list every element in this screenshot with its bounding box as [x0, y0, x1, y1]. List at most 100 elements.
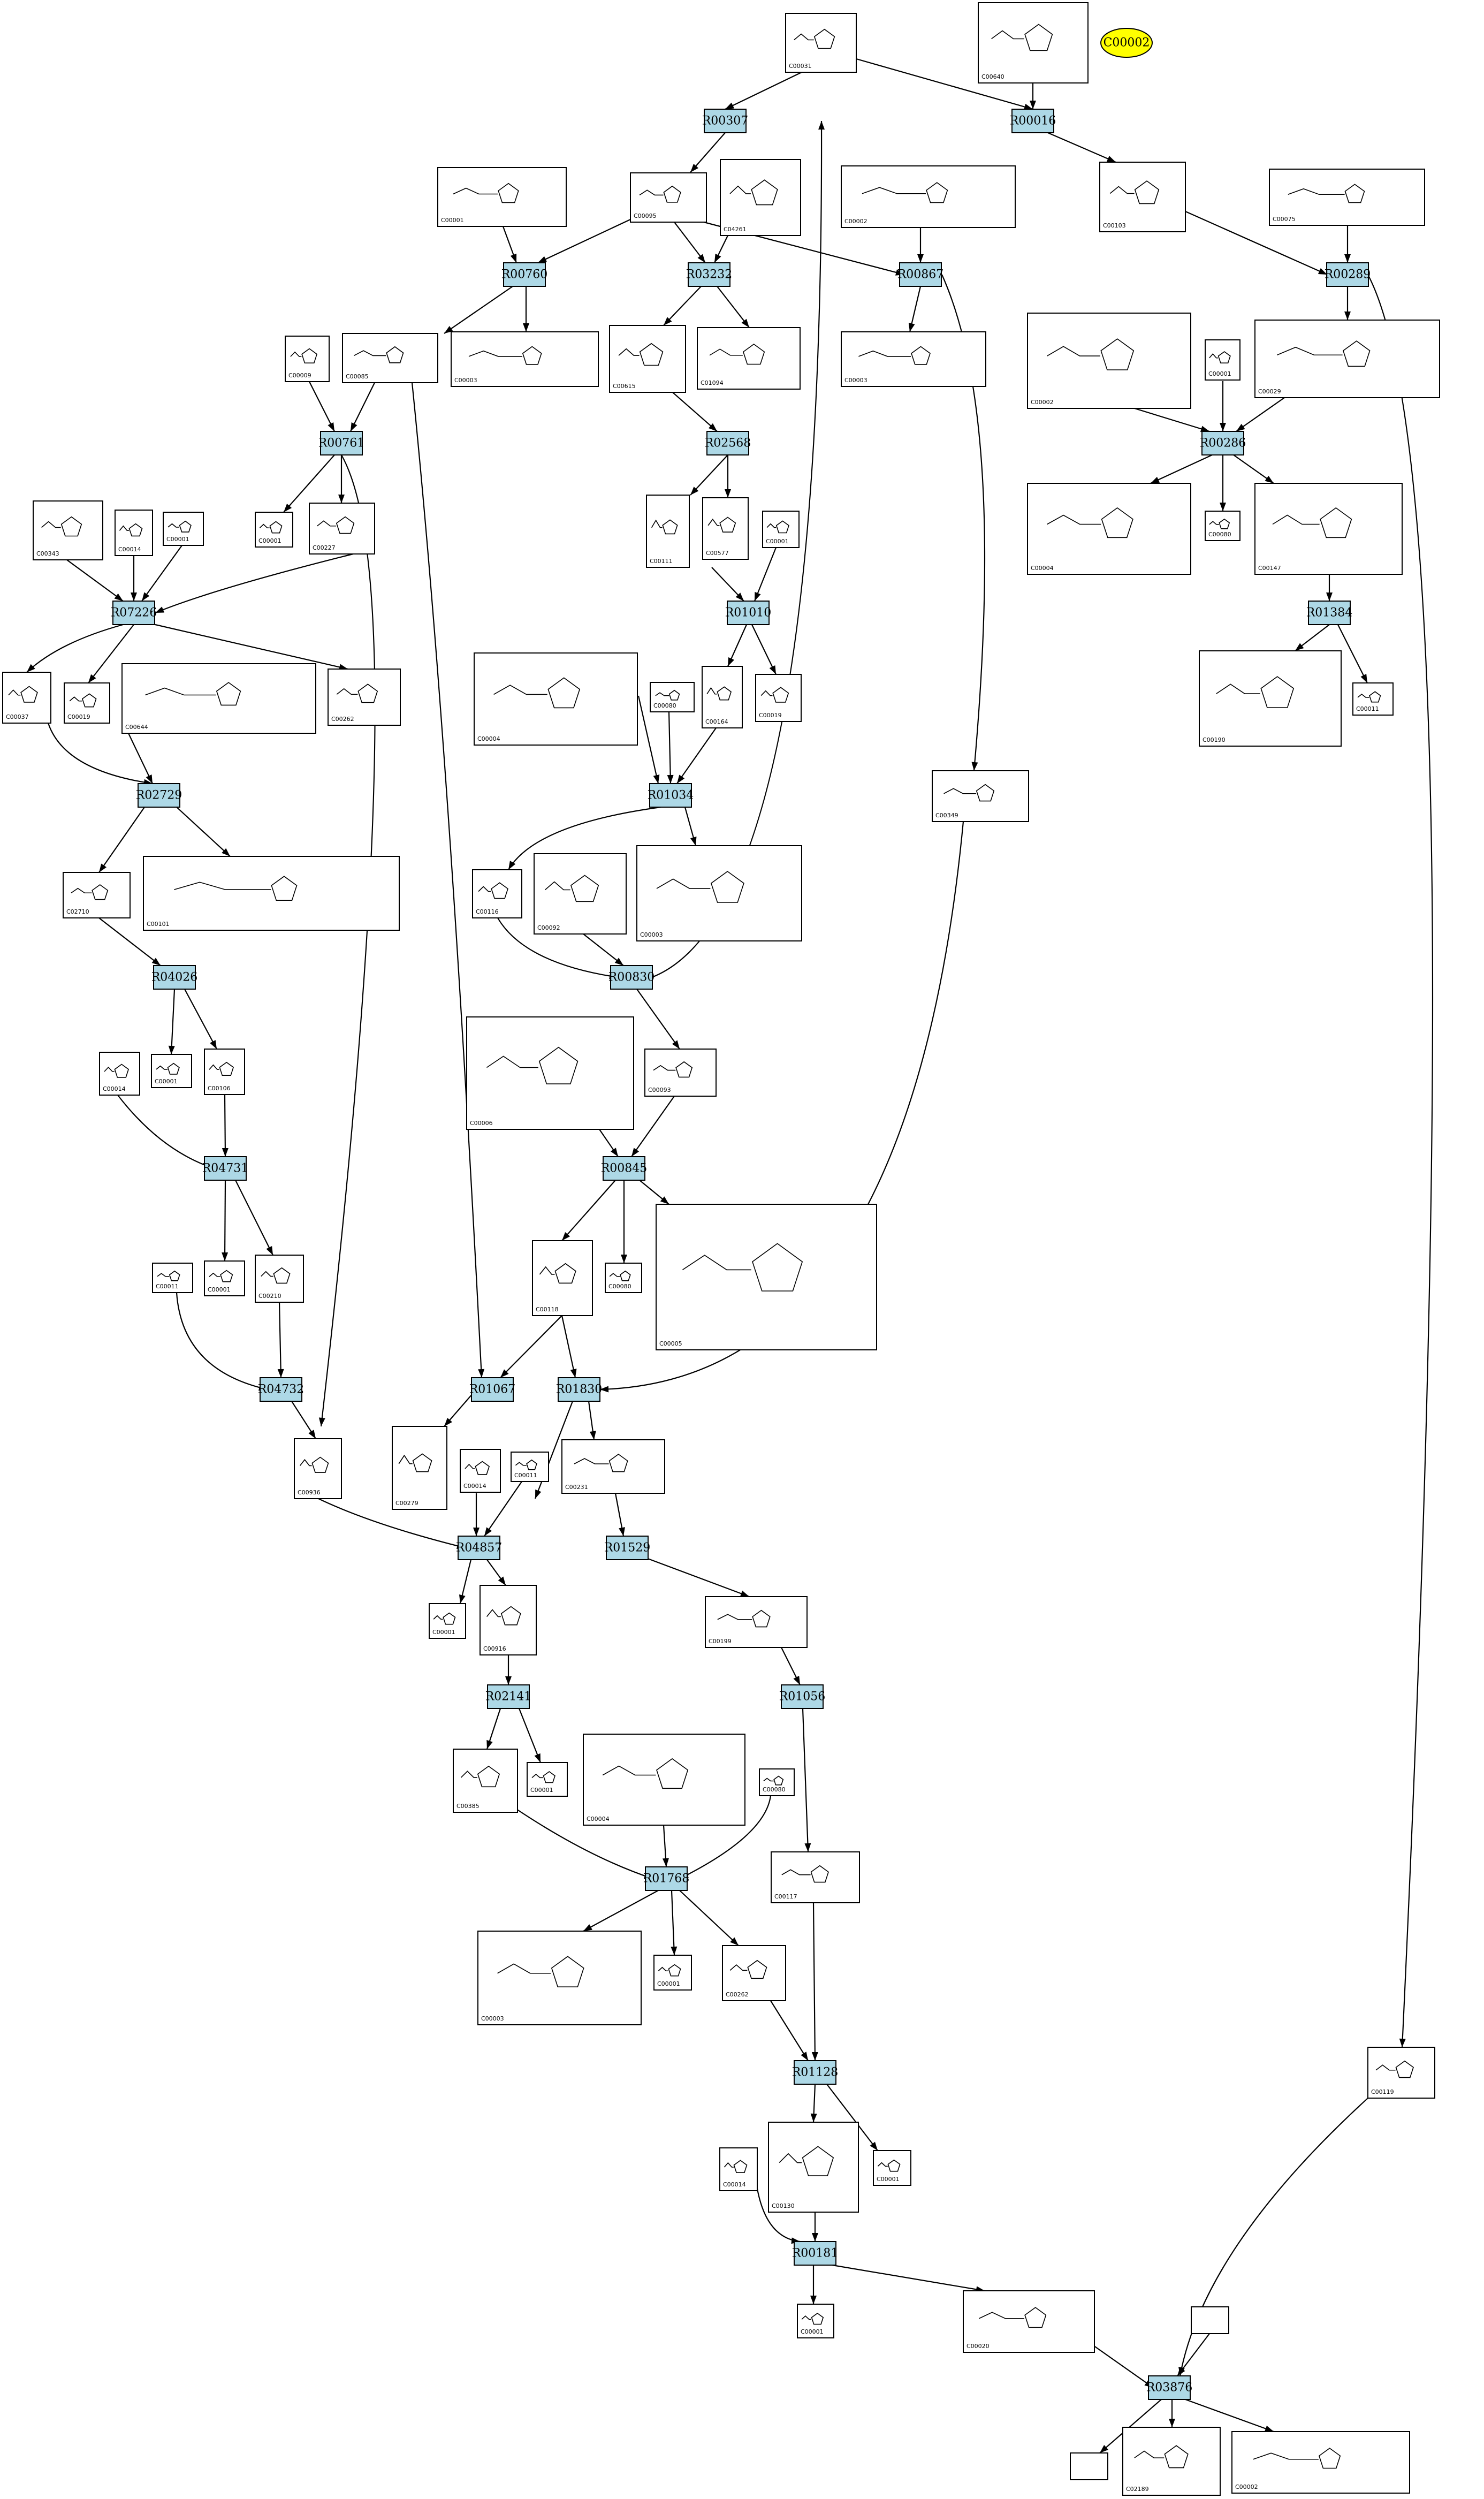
compound-box[interactable]: C00644 — [121, 663, 316, 734]
compound-box[interactable]: C00002 — [841, 165, 1016, 228]
reaction-node[interactable]: R02729 — [136, 783, 182, 808]
compound-box[interactable]: C00103 — [1099, 162, 1186, 232]
compound-box[interactable]: C00011 — [152, 1263, 193, 1293]
compound-box[interactable]: C00262 — [722, 1945, 786, 2001]
reaction-node[interactable]: R04857 — [456, 1536, 503, 1560]
reaction-node[interactable]: R02141 — [485, 1684, 532, 1709]
compound-box[interactable]: C00080 — [1205, 511, 1241, 541]
compound-box[interactable]: C00001 — [151, 1054, 192, 1088]
reaction-node[interactable]: R01128 — [792, 2060, 839, 2085]
compound-box[interactable]: C00085 — [342, 333, 438, 383]
reaction-node[interactable]: R00289 — [1325, 262, 1371, 287]
compound-box[interactable] — [1191, 2306, 1229, 2334]
reaction-node[interactable]: R00830 — [608, 965, 655, 990]
reaction-node[interactable]: R07226 — [111, 601, 157, 625]
compound-box[interactable]: C00001 — [873, 2150, 911, 2186]
compound-box[interactable]: C00011 — [511, 1452, 549, 1482]
compound-box[interactable]: C00577 — [702, 497, 749, 560]
compound-box[interactable]: C00349 — [932, 770, 1029, 822]
compound-box[interactable]: C00080 — [650, 682, 695, 712]
compound-box[interactable]: C00001 — [762, 511, 800, 548]
compound-box[interactable]: C00019 — [64, 682, 110, 724]
compound-box[interactable]: C00011 — [1352, 682, 1394, 716]
compound-box[interactable]: C00019 — [755, 674, 802, 722]
compound-box[interactable]: C00014 — [719, 2147, 758, 2191]
reaction-node[interactable]: R02568 — [705, 431, 751, 455]
compound-box[interactable]: C00003 — [636, 845, 802, 941]
compound-box[interactable]: C00003 — [841, 331, 986, 387]
compound-box[interactable]: C00029 — [1254, 320, 1440, 398]
reaction-node[interactable]: R00867 — [897, 262, 944, 287]
reaction-node[interactable]: R00845 — [601, 1156, 648, 1181]
reaction-node[interactable]: R03232 — [686, 262, 733, 287]
compound-box[interactable]: C00014 — [460, 1449, 501, 1493]
reaction-node[interactable]: R01830 — [556, 1377, 603, 1402]
compound-box[interactable]: C00615 — [609, 325, 686, 393]
compound-box[interactable]: C00111 — [646, 495, 690, 568]
compound-box[interactable]: C00001 — [653, 1955, 692, 1991]
compound-box[interactable]: C00190 — [1199, 650, 1342, 747]
compound-box[interactable]: C00020 — [963, 2290, 1095, 2353]
reaction-node[interactable]: R01067 — [469, 1377, 516, 1402]
compound-box[interactable]: C00004 — [583, 1734, 745, 1826]
reaction-node[interactable]: R04732 — [258, 1377, 305, 1402]
compound-box[interactable]: C00080 — [605, 1263, 642, 1293]
compound-box[interactable]: C00279 — [392, 1426, 447, 1510]
compound-box[interactable]: C00075 — [1269, 169, 1425, 226]
compound-box[interactable]: C00001 — [255, 512, 293, 548]
compound-box[interactable]: C00001 — [163, 512, 204, 546]
reaction-node[interactable]: R01010 — [725, 601, 772, 625]
compound-box[interactable]: C00003 — [477, 1931, 642, 2025]
compound-box[interactable]: C00231 — [561, 1439, 665, 1494]
compound-box[interactable] — [1070, 2452, 1108, 2480]
compound-box[interactable]: C00031 — [785, 13, 857, 73]
reaction-node[interactable]: R01056 — [779, 1684, 826, 1709]
compound-box[interactable]: C00004 — [1027, 483, 1191, 575]
compound-box[interactable]: C00080 — [759, 1768, 795, 1796]
compound-box[interactable]: C00001 — [797, 2304, 834, 2338]
compound-box[interactable]: C00004 — [474, 652, 638, 746]
compound-box[interactable]: C00014 — [99, 1052, 140, 1096]
compound-box[interactable]: C00001 — [429, 1603, 466, 1639]
compound-box[interactable]: C00916 — [480, 1585, 537, 1655]
reaction-node[interactable]: R00181 — [792, 2241, 839, 2266]
compound-box[interactable]: C00101 — [143, 856, 400, 931]
compound-box[interactable]: C00002 — [1231, 2431, 1410, 2494]
reaction-node[interactable]: R00286 — [1200, 431, 1246, 455]
compound-box[interactable]: C00227 — [309, 503, 375, 555]
reaction-node[interactable]: R04731 — [202, 1156, 249, 1181]
compound-box[interactable]: C00130 — [768, 2122, 859, 2213]
compound-box[interactable]: C00119 — [1367, 2047, 1435, 2099]
compound-box[interactable]: C00001 — [204, 1260, 245, 1296]
compound-box[interactable]: C00262 — [328, 669, 401, 726]
compound-box[interactable]: C00385 — [453, 1749, 518, 1813]
compound-box[interactable]: C00006 — [466, 1016, 634, 1130]
compound-box[interactable]: C00092 — [534, 853, 627, 935]
reaction-node[interactable]: R01384 — [1306, 601, 1353, 625]
reaction-node[interactable]: R04026 — [151, 965, 198, 990]
reaction-node[interactable]: R00016 — [1010, 109, 1056, 133]
compound-box[interactable]: C00014 — [115, 510, 153, 556]
compound-box[interactable]: C02710 — [63, 872, 131, 918]
compound-box[interactable]: C04261 — [720, 159, 801, 236]
compound-box[interactable]: C00002 — [1027, 313, 1191, 409]
special-node-c00002[interactable]: C00002 — [1100, 28, 1153, 58]
reaction-node[interactable]: R01768 — [643, 1866, 690, 1891]
reaction-node[interactable]: R00761 — [318, 431, 365, 455]
compound-box[interactable]: C00106 — [204, 1049, 245, 1095]
reaction-node[interactable]: R00307 — [702, 109, 749, 133]
compound-box[interactable]: C00118 — [532, 1240, 593, 1316]
compound-box[interactable]: C00001 — [437, 167, 567, 227]
compound-box[interactable]: C00210 — [255, 1255, 304, 1303]
compound-box[interactable]: C01094 — [697, 327, 801, 390]
compound-box[interactable]: C00116 — [472, 869, 522, 918]
compound-box[interactable]: C00343 — [33, 500, 103, 560]
compound-box[interactable]: C00117 — [771, 1851, 860, 1903]
compound-box[interactable]: C00936 — [294, 1438, 342, 1499]
compound-box[interactable]: C00009 — [285, 336, 330, 382]
compound-box[interactable]: C00199 — [705, 1596, 808, 1648]
reaction-node[interactable]: R03876 — [1146, 2375, 1193, 2400]
compound-box[interactable]: C00001 — [527, 1762, 568, 1797]
compound-box[interactable]: C00164 — [702, 666, 743, 728]
compound-box[interactable]: C00003 — [451, 331, 599, 387]
